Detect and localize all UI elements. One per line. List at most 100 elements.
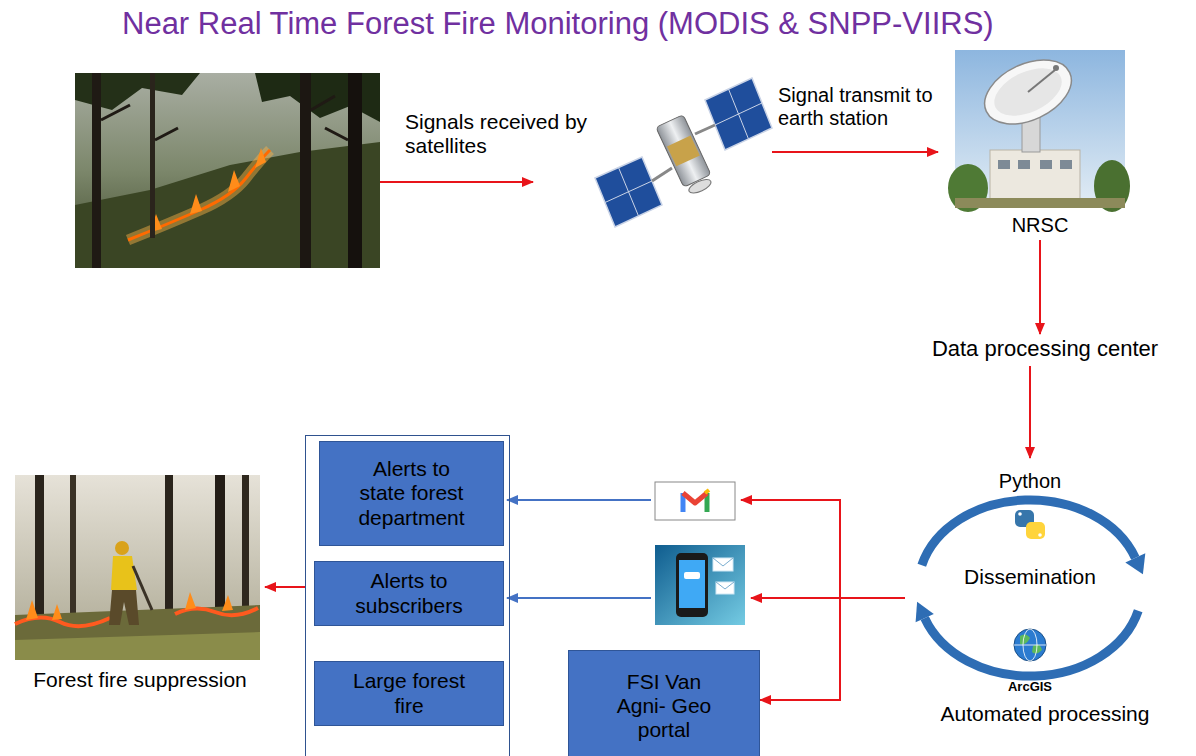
- flow-connector: [265, 586, 305, 588]
- ground-station-photo: [955, 198, 1125, 208]
- arcgis-globe: [1014, 629, 1046, 661]
- ground-station-photo: [987, 59, 1069, 126]
- diagram-title: Near Real Time Forest Fire Monitoring (M…: [122, 5, 994, 42]
- gmail-icon: [655, 482, 735, 520]
- forest-fire-photo: [128, 150, 270, 240]
- satellite-picture: [595, 157, 662, 227]
- suppression-photo-picture: [70, 475, 76, 625]
- python-logo: [1015, 510, 1045, 539]
- node-label: Automated processing: [941, 702, 1150, 726]
- sms-phone-picture: [655, 545, 745, 625]
- python-logo: [1038, 533, 1042, 537]
- satellite-picture: [656, 115, 716, 197]
- suppression-photo-picture: [109, 590, 139, 625]
- sms-phone-picture: [713, 558, 733, 571]
- gmail-icon: [655, 482, 735, 520]
- suppression-photo-picture: [111, 556, 137, 590]
- flow-arrows: [380, 181, 533, 183]
- alert-box: Large forest fire: [314, 661, 504, 726]
- box-text: FSI Van Agni- Geo portal: [608, 670, 720, 742]
- flow-arrows: [741, 500, 840, 598]
- alert-group-frame: Alerts to state forest departmentAlerts …: [305, 435, 510, 756]
- ground-station-photo: [990, 150, 1080, 200]
- forest-fire-photo: [150, 73, 155, 238]
- box-text: Large forest fire: [339, 669, 479, 717]
- satellite-picture: [715, 89, 762, 139]
- suppression-photo-picture: [133, 566, 152, 610]
- satellite-picture: [687, 177, 713, 196]
- processing-cycle-arrows: [922, 500, 1136, 565]
- node-label: Python: [999, 470, 1061, 493]
- ground-station-photo: [948, 47, 1130, 212]
- sms-phone-picture: [655, 545, 745, 625]
- node-label: ArcGIS: [1008, 680, 1052, 695]
- satellite-picture: [695, 125, 715, 134]
- annotation-label: Signal transmit to earth station: [778, 84, 950, 130]
- sms-phone-picture: [713, 558, 733, 566]
- sms-phone-picture: [679, 560, 705, 608]
- node-label: Forest fire suppression: [33, 668, 247, 692]
- alert-box: Alerts to subscribers: [314, 561, 504, 626]
- forest-fire-photo: [92, 73, 101, 268]
- satellite-picture: [705, 78, 772, 150]
- ground-station-photo: [1028, 70, 1055, 92]
- node-label: NRSC: [1012, 214, 1069, 237]
- suppression-photo-picture: [35, 475, 44, 635]
- suppression-photo-picture: [242, 475, 249, 625]
- suppression-photo-picture: [165, 475, 173, 625]
- forest-fire-photo: [75, 73, 380, 268]
- satellite-picture: [656, 115, 711, 187]
- satellite-picture: [652, 168, 672, 181]
- satellite-picture: [667, 135, 700, 166]
- suppression-photo-picture: [115, 541, 129, 555]
- flow-connector: [760, 598, 905, 700]
- antenna-station: NRSC: [955, 50, 1125, 240]
- flow-arrows: [772, 151, 938, 153]
- forest-fire-photo: [348, 73, 362, 268]
- forest-fire-photo: [75, 73, 380, 268]
- ground-station-photo: [1053, 65, 1059, 71]
- flow-connector: [1029, 366, 1031, 458]
- suppression-photo-picture: [15, 475, 260, 660]
- alert-box: Alerts to state forest department: [319, 441, 504, 546]
- box-text: Alerts to subscribers: [349, 569, 469, 617]
- flow-connector: [1039, 240, 1041, 334]
- forest-fire-photo: [150, 148, 266, 232]
- satellite-picture: [595, 78, 772, 227]
- ground-station-photo: [1018, 160, 1030, 169]
- flow-arrows: [507, 597, 651, 599]
- satellite-picture: [605, 168, 652, 217]
- node-label: Dissemination: [964, 565, 1096, 589]
- ground-station-photo: [1040, 160, 1052, 169]
- box-text: Alerts to state forest department: [353, 457, 471, 529]
- ground-station-photo: [1060, 160, 1072, 169]
- gmail-icon: [705, 490, 709, 493]
- suppression-photo: Forest fire suppression: [15, 475, 265, 697]
- processing-cycle-arrows: [916, 602, 934, 623]
- sms-phone-picture: [716, 582, 734, 589]
- ground-station-photo: [974, 47, 1081, 137]
- node-label: Data processing center: [932, 336, 1158, 361]
- python-logo: [1018, 512, 1022, 516]
- processing-cycle-arrows: [1125, 553, 1145, 574]
- forest-fire-photo: [101, 96, 348, 140]
- sms-phone-picture: [684, 572, 700, 579]
- arcgis-globe: [1014, 629, 1046, 661]
- python-logo: [1026, 522, 1045, 539]
- arcgis-globe: [1014, 645, 1046, 646]
- portal-box: FSI Van Agni- Geo portal: [568, 650, 760, 756]
- sms-phone-picture: [676, 553, 708, 617]
- forest-fire-photo: [300, 73, 311, 268]
- process-step: Data processing center: [905, 334, 1185, 366]
- ground-station-photo: [998, 160, 1010, 169]
- flow-arrows: [507, 499, 651, 501]
- forest-fire-photo: [75, 142, 380, 268]
- suppression-photo-picture: [15, 475, 260, 660]
- sms-phone-picture: [716, 582, 734, 594]
- annotation-label: Signals received by satellites: [405, 110, 635, 158]
- suppression-photo-picture: [15, 632, 260, 660]
- gmail-icon: [683, 493, 707, 503]
- processing-cycle: PythonDisseminationArcGIS Automated proce…: [905, 458, 1185, 730]
